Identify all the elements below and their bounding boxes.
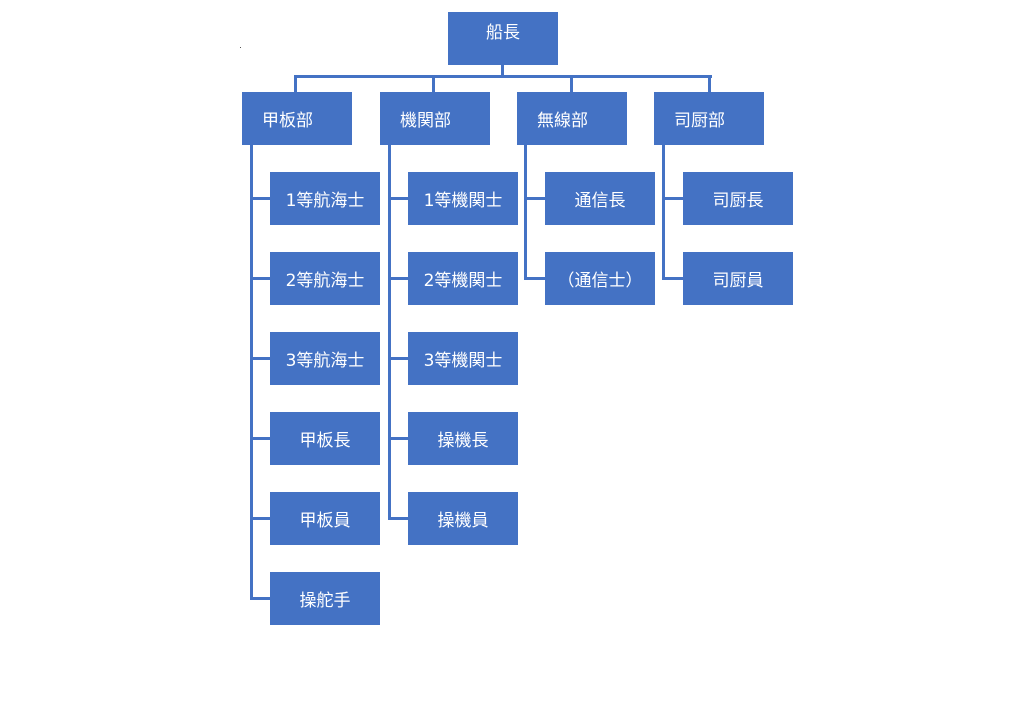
connector-root-down: [501, 65, 504, 77]
node-radio-member: 通信長: [545, 172, 655, 225]
tick-deck-5: [250, 597, 270, 600]
connector-to-radio: [570, 75, 573, 92]
node-engine-member: 2等機関士: [408, 252, 518, 305]
node-dept-engine: 機関部: [380, 92, 490, 145]
node-dept-deck: 甲板部: [242, 92, 352, 145]
node-radio-member-label: （通信士）: [557, 271, 643, 291]
node-deck-member-label: 操舵手: [299, 591, 351, 611]
node-galley-member-label: 司厨長: [712, 191, 764, 211]
tick-engine-2: [388, 357, 408, 360]
node-dept-radio: 無線部: [517, 92, 627, 145]
spine-radio: [524, 145, 527, 280]
tick-deck-0: [250, 197, 270, 200]
node-engine-member-label: 操機長: [437, 431, 489, 451]
node-deck-member: 操舵手: [270, 572, 380, 625]
node-engine-member: 操機員: [408, 492, 518, 545]
connector-dept-bus: [294, 75, 712, 78]
tick-deck-1: [250, 277, 270, 280]
tick-deck-3: [250, 437, 270, 440]
node-galley-member: 司厨長: [683, 172, 793, 225]
node-captain-label: 船長: [486, 23, 520, 43]
tick-deck-2: [250, 357, 270, 360]
tick-galley-1: [662, 277, 683, 280]
tick-radio-0: [524, 197, 545, 200]
node-dept-deck-label: 甲板部: [262, 111, 313, 131]
node-engine-member: 操機長: [408, 412, 518, 465]
node-engine-member-label: 1等機関士: [423, 191, 503, 211]
node-deck-member: 甲板長: [270, 412, 380, 465]
connector-to-deck: [294, 75, 297, 92]
connector-to-galley: [708, 75, 711, 92]
node-deck-member: 1等航海士: [270, 172, 380, 225]
tick-engine-4: [388, 517, 408, 520]
node-engine-member: 3等機関士: [408, 332, 518, 385]
stray-dot: [240, 47, 241, 48]
tick-deck-4: [250, 517, 270, 520]
spine-engine: [388, 145, 391, 520]
node-deck-member: 甲板員: [270, 492, 380, 545]
node-dept-galley: 司厨部: [654, 92, 764, 145]
node-deck-member-label: 甲板長: [299, 431, 351, 451]
node-engine-member-label: 操機員: [437, 511, 489, 531]
tick-engine-3: [388, 437, 408, 440]
node-deck-member-label: 2等航海士: [285, 271, 365, 291]
node-engine-member: 1等機関士: [408, 172, 518, 225]
tick-engine-1: [388, 277, 408, 280]
spine-deck: [250, 145, 253, 600]
spine-galley: [662, 145, 665, 280]
node-galley-member: 司厨員: [683, 252, 793, 305]
node-radio-member-label: 通信長: [574, 191, 626, 211]
node-engine-member-label: 3等機関士: [423, 351, 503, 371]
node-dept-radio-label: 無線部: [537, 111, 588, 131]
node-deck-member-label: 3等航海士: [285, 351, 365, 371]
node-deck-member-label: 甲板員: [299, 511, 351, 531]
tick-radio-1: [524, 277, 545, 280]
node-deck-member: 3等航海士: [270, 332, 380, 385]
node-captain: 船長: [448, 12, 558, 65]
node-radio-member: （通信士）: [545, 252, 655, 305]
node-engine-member-label: 2等機関士: [423, 271, 503, 291]
connector-to-engine: [432, 75, 435, 92]
node-deck-member-label: 1等航海士: [285, 191, 365, 211]
node-dept-engine-label: 機関部: [400, 111, 451, 131]
node-deck-member: 2等航海士: [270, 252, 380, 305]
tick-galley-0: [662, 197, 683, 200]
tick-engine-0: [388, 197, 408, 200]
node-dept-galley-label: 司厨部: [674, 111, 725, 131]
node-galley-member-label: 司厨員: [712, 271, 764, 291]
